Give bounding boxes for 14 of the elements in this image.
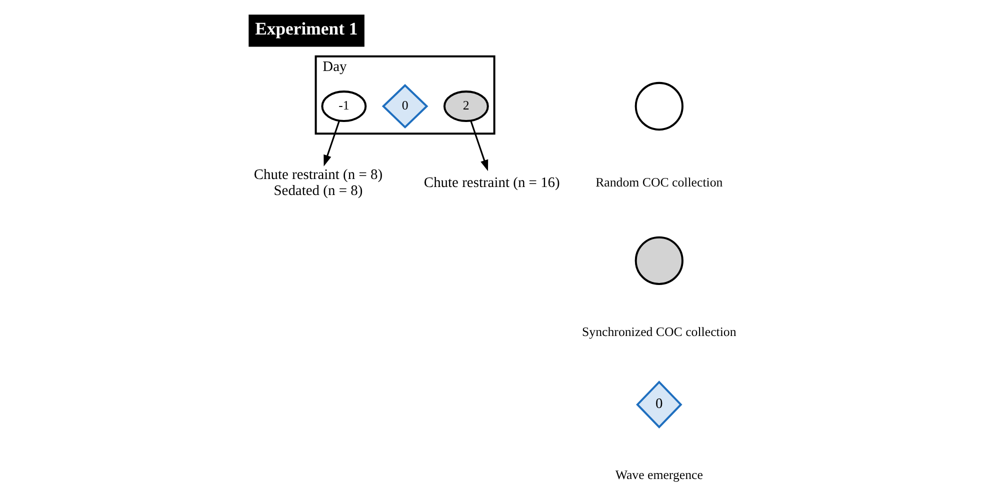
arrow [470, 120, 488, 172]
legend-label: Synchronized COC collection [582, 325, 736, 340]
node-text: Chute restraint (n = 8) Sedated (n = 8) [254, 166, 383, 200]
legend-label: Wave emergence [615, 468, 703, 482]
node-diamond: 0 [636, 380, 682, 429]
legend-label: Random COC collection [596, 176, 723, 190]
arrow [324, 120, 340, 166]
diagram-title: Experiment 1 [255, 18, 358, 38]
node-diamond: 0 [382, 84, 428, 129]
node-ellipse: -1 [321, 90, 367, 122]
node-circle [634, 82, 684, 131]
node-circle [634, 236, 684, 285]
node-ellipse: 2 [443, 90, 489, 122]
node-text: Chute restraint (n = 16) [424, 174, 560, 191]
